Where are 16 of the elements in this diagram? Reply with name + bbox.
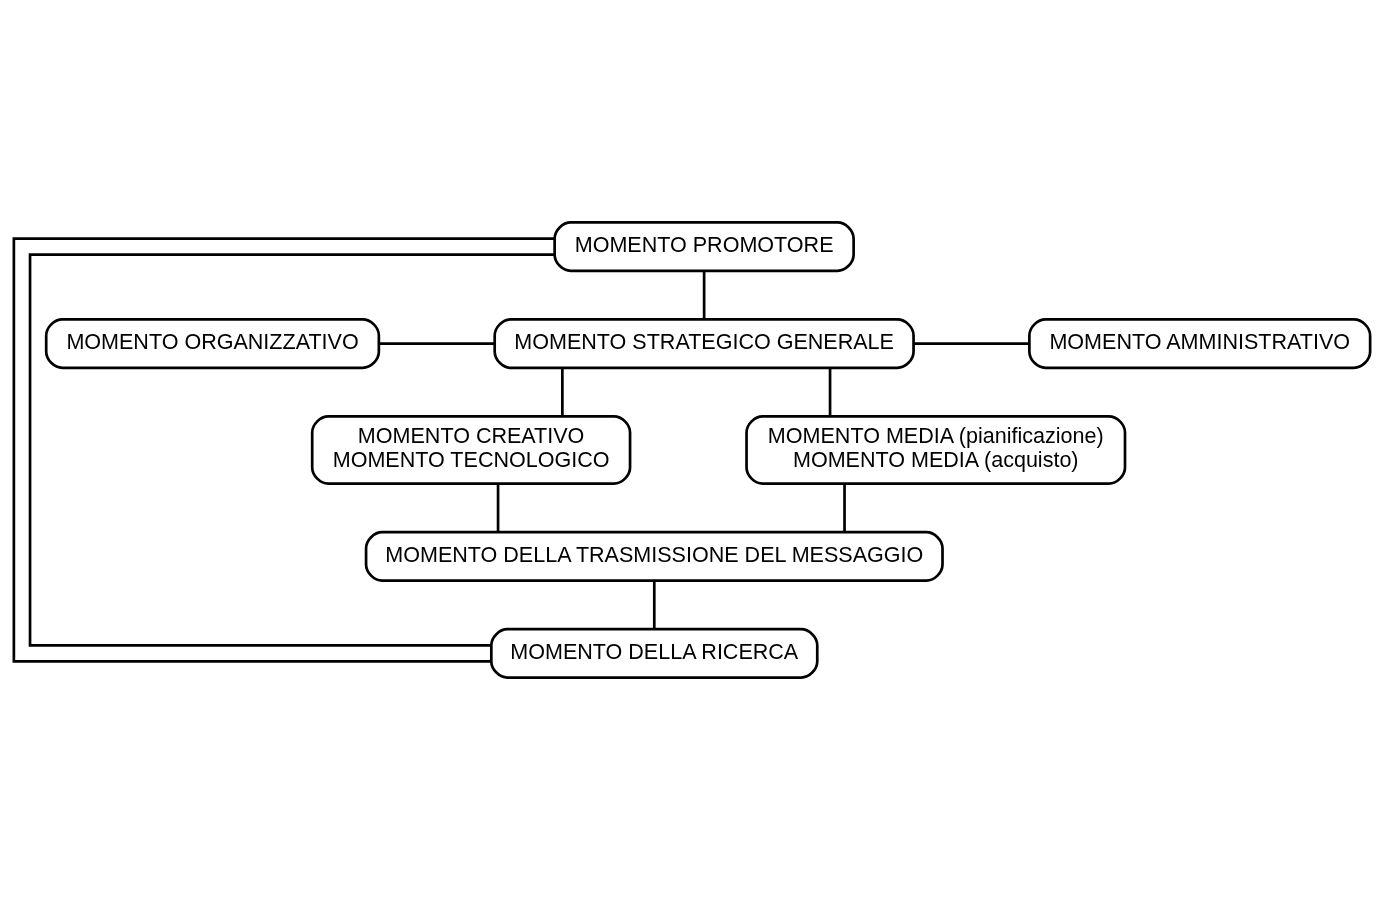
connector (702, 271, 706, 319)
connector (561, 368, 564, 417)
node-box: MOMENTO CREATIVO MOMENTO TECNOLOGICO (310, 415, 632, 485)
connector (913, 342, 1030, 345)
node-box: MOMENTO ORGANIZZATIVO (44, 318, 381, 370)
connector (843, 484, 846, 532)
node-box: MOMENTO STRATEGICO GENERALE (493, 318, 915, 370)
connector (828, 368, 832, 417)
node-box: MOMENTO MEDIA (pianificazione) MOMENTO MEDIA (acquisto) (745, 415, 1127, 485)
node-box: MOMENTO DELLA TRASMISSIONE DEL MESSAGGIO (364, 530, 944, 582)
connector (378, 342, 495, 345)
node-box: MOMENTO PROMOTORE (553, 221, 855, 273)
connector (496, 484, 500, 532)
connector (652, 580, 656, 629)
node-box: MOMENTO DELLA RICERCA (489, 627, 819, 679)
node-box: MOMENTO AMMINISTRATIVO (1028, 318, 1372, 370)
